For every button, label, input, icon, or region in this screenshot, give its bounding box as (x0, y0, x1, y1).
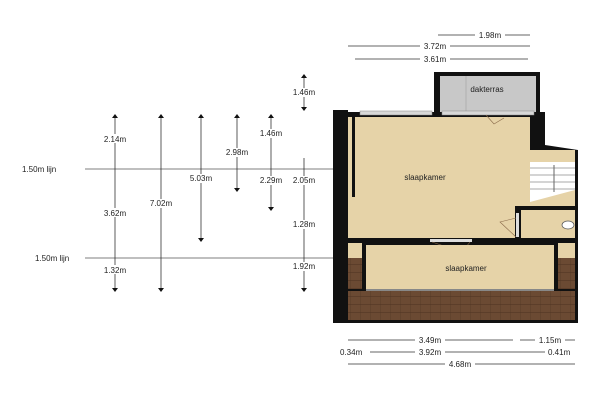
dimension-label: 2.14m (104, 135, 127, 144)
roof-terrace (440, 76, 536, 112)
dimension-label: 2.98m (226, 148, 249, 157)
dimension-label: 2.29m (260, 176, 283, 185)
reference-line-upper: 1.50m lijn (22, 165, 334, 174)
dimension-label: 4.68m (449, 360, 472, 369)
dimension-label: 1.92m (293, 262, 316, 271)
dimension-label: 1.15m (539, 336, 562, 345)
dimension-label: 3.92m (419, 348, 442, 357)
room-label-bedroom: slaapkamer (445, 264, 487, 273)
dimension-label: 3.61m (424, 55, 447, 64)
dimension-label: 2.05m (293, 176, 316, 185)
dimension-label: 0.41m (548, 348, 571, 357)
dimension-label: 1.98m (479, 31, 502, 40)
dimension-label: 3.72m (424, 42, 447, 51)
dimension-label: 1.32m (104, 266, 127, 275)
dimension-vertical: 2.14m 3.62m 1.32m 7.02m 5.03m 2.98m 1.46… (100, 74, 319, 292)
reference-line-label: 1.50m lijn (22, 165, 56, 174)
dimension-bottom: 3.49m 1.15m 0.34m 3.92m 0.41m 4.68m (340, 335, 575, 369)
dimension-label: 5.03m (190, 174, 213, 183)
room-label-bedroom: slaapkamer (404, 173, 446, 182)
staircase (530, 162, 575, 202)
room-label-terrace: dakterras (470, 85, 503, 94)
dimension-label: 1.46m (260, 129, 283, 138)
toilet-icon (561, 220, 575, 230)
toilet-room (499, 206, 577, 242)
reference-line-label: 1.50m lijn (35, 254, 69, 263)
dimension-label: 0.34m (340, 348, 363, 357)
eaves-floor (348, 291, 575, 320)
reference-line-lower: 1.50m lijn (35, 254, 334, 263)
dimension-label: 3.62m (104, 209, 127, 218)
dimension-label: 7.02m (150, 199, 173, 208)
bedroom-lower-floor (366, 245, 554, 289)
dimension-label: 1.46m (293, 88, 316, 97)
dimension-label: 3.49m (419, 336, 442, 345)
building (333, 72, 578, 323)
dimension-label: 1.28m (293, 220, 316, 229)
dimension-top: 1.98m 3.72m 3.61m (348, 30, 530, 64)
